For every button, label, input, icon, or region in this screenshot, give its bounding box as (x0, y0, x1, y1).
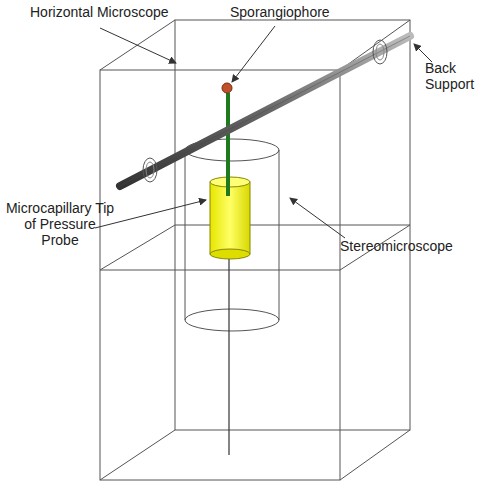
part-label: Horizontal Microscope (30, 4, 200, 20)
part-label: Sporangiophore (230, 4, 360, 20)
part-label: Microcapillary Tip of Pressure Probe (4, 200, 116, 248)
part-label: Stereomicroscope (340, 238, 480, 254)
part-label: Back Support (425, 60, 485, 92)
